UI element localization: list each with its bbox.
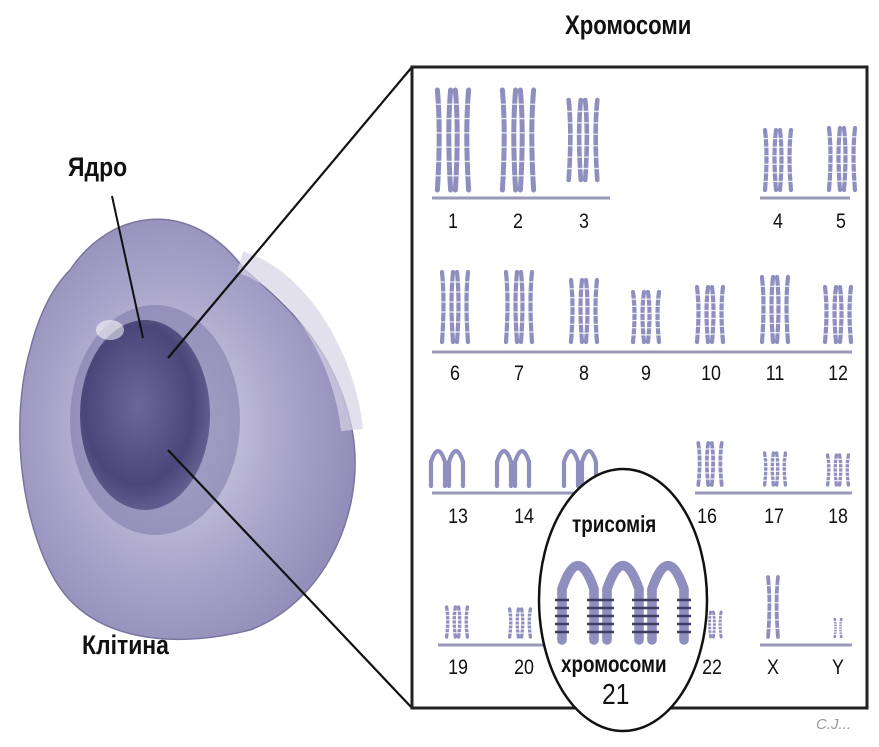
chromosome-number: 12: [823, 362, 854, 386]
cell: [20, 219, 355, 639]
chromosome-number: 7: [504, 362, 535, 386]
chromosome-number: 14: [509, 505, 540, 529]
chromosome-number: 5: [826, 210, 857, 234]
trisomy-chromosome-number: 21: [602, 679, 629, 712]
chromosome-number: 20: [509, 656, 540, 680]
chromosome-number: X: [758, 656, 789, 680]
chromosome-number: 2: [503, 210, 534, 234]
chromosome-number: 22: [697, 656, 728, 680]
chromosome-number: 4: [763, 210, 794, 234]
artist-signature: C.J...: [816, 716, 851, 733]
chromosome-number: 19: [443, 656, 474, 680]
chromosome-number: 8: [569, 362, 600, 386]
trisomy-chromosomes-label: хромосоми: [561, 651, 667, 678]
chromosome-number: 1: [438, 210, 469, 234]
chromosome-number: 10: [696, 362, 727, 386]
nucleus-label: Ядро: [68, 152, 127, 183]
chromosome-number: 3: [569, 210, 600, 234]
chromosome-number: 13: [443, 505, 474, 529]
chromosomes-title: Хромосоми: [565, 10, 691, 41]
chromosome-number: 17: [759, 505, 790, 529]
chromosome-number: 11: [760, 362, 791, 386]
chromosome-number: 9: [631, 362, 662, 386]
nucleus: [80, 320, 210, 510]
trisomy-label: трисомія: [572, 511, 656, 538]
chromosome-number: 6: [440, 362, 471, 386]
chromosome-number: Y: [823, 656, 854, 680]
chromosome-number: 16: [692, 505, 723, 529]
cell-label: Клітина: [82, 630, 169, 661]
chromosome-number: 18: [823, 505, 854, 529]
